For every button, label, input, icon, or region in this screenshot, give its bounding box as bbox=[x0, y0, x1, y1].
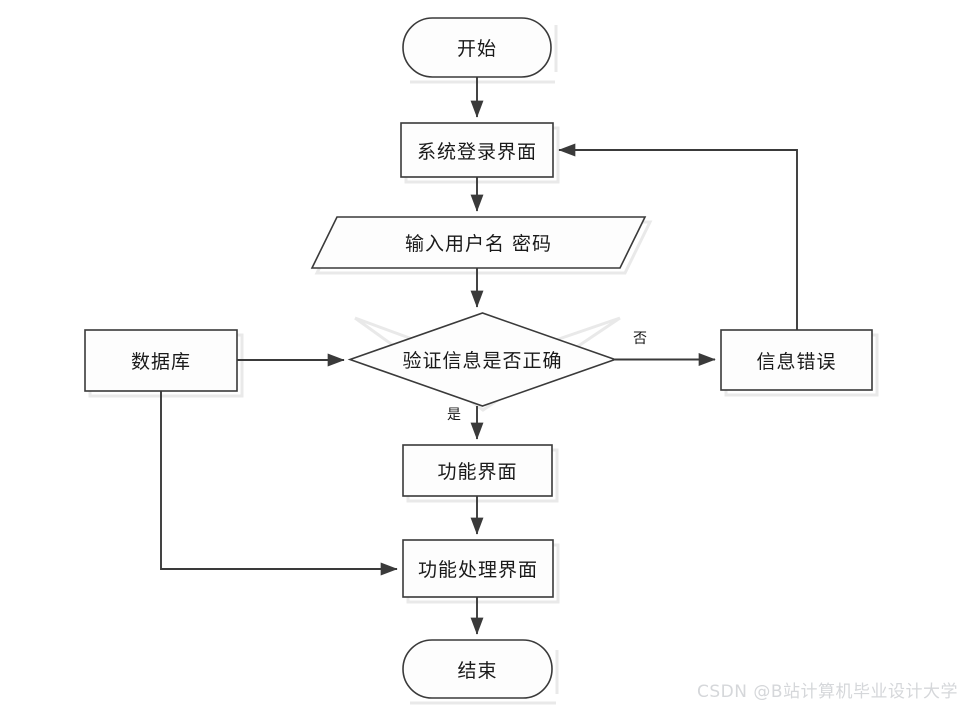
edge-label-no: 否 bbox=[633, 331, 647, 347]
connector-lines bbox=[160, 77, 798, 635]
shape-outlines bbox=[84, 17, 873, 699]
shape-end bbox=[402, 639, 553, 699]
edge-label-yes: 是 bbox=[447, 407, 461, 423]
edge-database-to-feature-process bbox=[160, 391, 398, 576]
shape-database bbox=[84, 329, 238, 392]
watermark: CSDN @B站计算机毕业设计大学 bbox=[697, 682, 959, 702]
shape-input bbox=[310, 216, 647, 269]
edge-error-to-login bbox=[558, 143, 798, 330]
shape-start bbox=[402, 17, 552, 78]
shape-verify bbox=[347, 312, 618, 407]
shape-error bbox=[720, 329, 873, 391]
shape-login bbox=[400, 122, 554, 178]
shape-feature-process bbox=[402, 539, 554, 598]
shape-feature bbox=[402, 444, 553, 497]
